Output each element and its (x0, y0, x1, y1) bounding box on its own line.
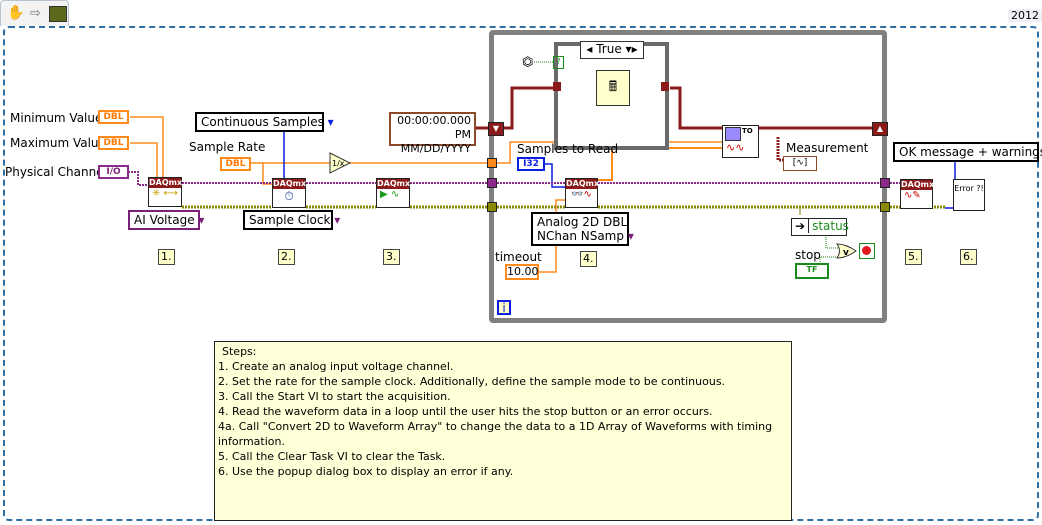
clear-task-icon: ∿✎ (904, 190, 921, 201)
samples-to-read-label: Samples to Read (517, 142, 619, 156)
daqmx-header: DAQmx (149, 178, 183, 188)
wire-task (128, 171, 900, 186)
step-label: 1. (158, 249, 175, 265)
daqmx-create-channel-node[interactable]: DAQmx ✳︎ ⟷ (148, 177, 182, 207)
step-label: 4. (580, 251, 597, 267)
shift-register-right[interactable]: ▲ (872, 122, 888, 136)
run-arrow-icon[interactable]: ⇨ (30, 6, 41, 21)
error-dialog-type-constant[interactable]: OK message + warnings ▾ (893, 142, 1042, 162)
daqmx-header: DAQmx (377, 179, 411, 189)
tunnel-task-in (487, 178, 497, 188)
svg-text:1/x: 1/x (332, 159, 345, 168)
steps-comment: Steps: 1. Create an analog input voltage… (214, 341, 792, 521)
daqmx-timing-node[interactable]: DAQmx ⏱ (272, 178, 306, 208)
physical-channel-control[interactable]: I/O (98, 165, 129, 179)
step-label: 5. (905, 249, 922, 265)
array-icon (725, 127, 741, 141)
sample-mode-constant[interactable]: Continuous Samples ▾ (195, 112, 334, 132)
timeout-constant[interactable]: 10.00 (505, 264, 539, 280)
step-label: 6. (960, 249, 977, 265)
step-line: 1. Create an analog input voltage channe… (218, 360, 454, 373)
sample-rate-label: Sample Rate (189, 140, 266, 154)
get-date-time-node[interactable]: 🖩 (596, 70, 630, 106)
case-selector-label[interactable]: ◂ True ▾▸ (580, 41, 644, 59)
step-label: 2. (278, 249, 295, 265)
daqmx-clear-task-node[interactable]: DAQmx ∿✎ (900, 179, 935, 209)
first-call-icon: ⏣ (522, 55, 534, 70)
physical-channel-label: Physical Channel (5, 165, 107, 179)
loop-iteration-terminal: i (497, 300, 511, 315)
wire-boolean (819, 235, 838, 268)
timestamp-date: MM/DD/YYYY (400, 142, 471, 155)
stop-button-control[interactable]: TF (795, 263, 829, 279)
measurement-indicator[interactable]: [∿] (783, 156, 817, 171)
stop-label: stop (795, 248, 821, 262)
convert-2d-to-waveform-node[interactable]: TO ∿∿ (722, 125, 759, 158)
step-line: 4a. Call "Convert 2D to Waveform Array" … (218, 420, 773, 433)
sample-clock-selector[interactable]: Sample Clock ▾ (243, 210, 340, 230)
step-label: 3. (383, 249, 400, 265)
timestamp-constant[interactable]: 00:00:00.000 PM MM/DD/YYYY (389, 112, 476, 155)
wire-max-value (130, 142, 158, 178)
maximum-value-label: Maximum Value (10, 136, 106, 150)
wire-measurement (776, 137, 783, 162)
create-channel-icon: ✳︎ ⟷ (152, 188, 178, 199)
samples-to-read-control[interactable]: I32 (517, 157, 545, 171)
case-tunnel-left (553, 82, 561, 91)
minimum-value-label: Minimum Value (10, 111, 103, 125)
loop-condition-terminal (859, 243, 875, 259)
while-loop[interactable] (489, 30, 887, 323)
ai-voltage-selector[interactable]: AI Voltage ▾ (128, 210, 204, 230)
read-glasses-icon: 👓∿ (571, 189, 592, 200)
step-line: 2. Set the rate for the sample clock. Ad… (218, 375, 726, 388)
tunnel-task-out (880, 178, 890, 188)
step-line: information. (218, 435, 285, 448)
steps-title: Steps: (222, 345, 257, 358)
step-line: 5. Call the Clear Task VI to clear the T… (218, 450, 446, 463)
vi-icon[interactable] (49, 6, 67, 22)
daqmx-header: DAQmx (566, 179, 600, 189)
wire-timestamp (475, 86, 873, 130)
step-line: 3. Call the Start VI to start the acquis… (218, 390, 451, 403)
timeout-label: timeout (495, 250, 542, 264)
daqmx-header: DAQmx (901, 180, 935, 190)
wire-min-value (130, 116, 164, 178)
start-icon: ▶ ∿ (380, 189, 400, 200)
wire-samples-to-read (545, 163, 570, 188)
case-selector-terminal: ? (553, 56, 564, 69)
status-label: status (812, 219, 849, 233)
to-label: TO (742, 127, 753, 135)
step-line: 6. Use the popup dialog box to display a… (218, 465, 514, 478)
minimum-value-control[interactable]: DBL (98, 110, 129, 124)
toolbar-tab: ✋ ⇨ (0, 0, 69, 26)
daqmx-read-node[interactable]: DAQmx 👓∿ (565, 178, 600, 208)
tunnel-rate (487, 158, 497, 168)
tunnel-error-in (487, 202, 497, 212)
or-node[interactable]: v (836, 243, 860, 259)
daqmx-start-node[interactable]: DAQmx ▶ ∿ (376, 178, 410, 208)
version-badge: 2012 (1008, 9, 1042, 22)
hand-tool-icon[interactable]: ✋ (7, 5, 25, 21)
maximum-value-control[interactable]: DBL (98, 136, 129, 150)
clock-icon: ⏱ (284, 189, 294, 203)
reciprocal-node[interactable]: 1/x (329, 152, 351, 174)
shift-register-left[interactable]: ▼ (488, 122, 504, 136)
waveform-icon: ∿∿ (726, 141, 745, 154)
svg-text:v: v (843, 248, 849, 258)
simple-error-handler-node[interactable]: Error ?! (953, 179, 985, 211)
step-line: 4. Read the waveform data in a loop unti… (218, 405, 713, 418)
unbundle-status-node[interactable]: ➔status (791, 218, 849, 236)
daqmx-header: DAQmx (273, 179, 307, 189)
case-tunnel-right (661, 82, 669, 91)
measurement-label: Measurement (786, 141, 869, 155)
timestamp-time: 00:00:00.000 PM (397, 114, 471, 141)
sample-rate-control[interactable]: DBL (220, 157, 251, 171)
tunnel-error-out (880, 202, 890, 212)
